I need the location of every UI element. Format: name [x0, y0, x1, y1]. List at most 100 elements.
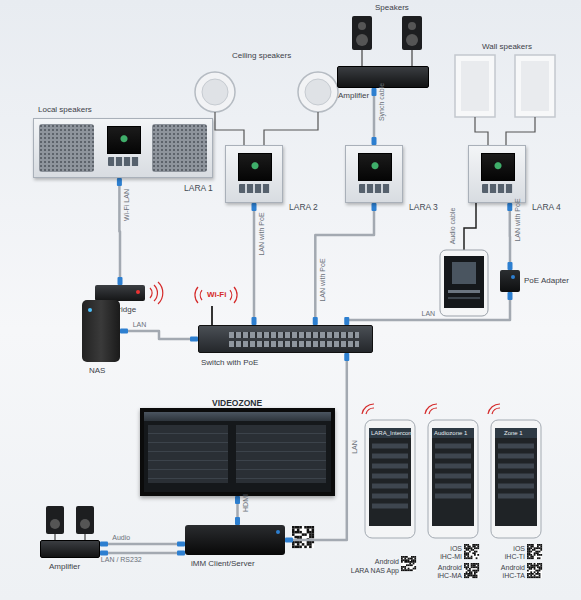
display-screen [238, 153, 272, 181]
lara-panel: LARA 4 [468, 145, 526, 203]
rj45-plug [344, 317, 349, 325]
lara-panel: LARA 3 [345, 145, 403, 203]
control-buttons [482, 184, 513, 193]
poe-adapter: PoE Adapter [500, 270, 520, 292]
node-label: iMM Client/Server [191, 560, 255, 568]
rj45-plug [235, 496, 240, 504]
diagram-label: Android [438, 564, 462, 571]
rj45-plug [372, 203, 377, 211]
qr-code [464, 563, 479, 578]
qr-code [401, 556, 416, 571]
cable-label: LAN [350, 440, 357, 454]
rj45-plug [190, 337, 198, 342]
rj45-plug [371, 88, 376, 96]
speaker-grille [39, 124, 94, 172]
rj45-plug [313, 317, 318, 325]
rj45-plug [117, 178, 122, 186]
display-screen [358, 153, 392, 181]
control-buttons [239, 184, 270, 193]
node-label: VIDEOZONE [212, 399, 262, 408]
screen-list [236, 425, 326, 483]
rj45-plug [100, 550, 108, 555]
screen-header [144, 412, 331, 421]
small-speakers [46, 506, 94, 540]
control-buttons [108, 157, 139, 166]
qr-code [464, 544, 479, 559]
cable-label: LAN with PoE [258, 212, 265, 255]
cable-connector [509, 203, 512, 270]
node-label: LARA 4 [532, 203, 561, 212]
rj45-plug [252, 203, 257, 211]
diagram-label: iHC-MA [438, 572, 463, 579]
cable-connector [118, 178, 121, 285]
cable-label: LAN with PoE [319, 258, 326, 301]
diagram-label: Audio cable [449, 208, 456, 245]
wall-speakers [455, 55, 555, 145]
network-switch: Switch with PoE [198, 325, 373, 353]
cable-label: LAN [422, 310, 436, 317]
node-label: LARA 1 [184, 184, 213, 193]
cable-connector [100, 543, 185, 546]
status-led [88, 308, 92, 312]
qr-code [292, 526, 314, 548]
diagram-label: Audiozone 1 [434, 430, 467, 436]
cable-label: LAN [133, 321, 147, 328]
diagram-label: LARA_Intercom [371, 430, 413, 436]
diagram-label: iHC-MI [440, 553, 462, 560]
rj45-plug [177, 541, 185, 546]
video-screen: VIDEOZONE [140, 408, 335, 496]
diagram-label: Local speakers [38, 106, 92, 114]
node-label: NAS [89, 367, 105, 375]
lara-panel: LARA 2 [225, 145, 283, 203]
media-server: iMM Client/Server [185, 525, 285, 555]
status-led [276, 530, 280, 534]
phones [365, 420, 541, 538]
rj45-plug [235, 517, 240, 525]
cable-label: LAN with PoE [513, 198, 520, 241]
rj45-plug [252, 317, 257, 325]
rj45-plug [344, 353, 349, 361]
rj45-plug [118, 277, 123, 285]
cable-label: Synch cable [377, 83, 384, 121]
diagram-label: Speakers [375, 4, 409, 12]
display-screen [481, 153, 515, 181]
cable-connector [315, 203, 374, 325]
diagram-label: Ceiling speakers [232, 52, 291, 60]
ceiling-speakers [195, 72, 338, 145]
cable-connector [347, 292, 510, 325]
diagram-label: Wi-Fi [207, 291, 226, 299]
nas-box: NAS [82, 300, 120, 362]
qr-code [527, 563, 542, 578]
node-label: Amplifier [49, 563, 80, 571]
rj45-plug [508, 292, 513, 300]
rj45-plug [285, 538, 293, 543]
amplifier-box: Amplifier [40, 540, 100, 558]
node-label: Amplifier [338, 92, 369, 100]
switch-antenna [211, 306, 213, 325]
rj45-plug [177, 550, 185, 555]
cable-label: Wi-Fi LAN [123, 189, 130, 221]
display-screen [107, 126, 141, 154]
diagram-label: Android [501, 564, 525, 571]
node-label: PoE Adapter [524, 277, 569, 285]
cable-connector [253, 203, 256, 325]
lara-panel: LARA 1 [33, 118, 213, 178]
cable-connector [100, 552, 185, 555]
speaker-grille [152, 124, 207, 172]
control-buttons [359, 184, 390, 193]
cable-label: Audio [112, 534, 130, 541]
cable-label: HDMI [241, 494, 248, 512]
cable-connector [120, 331, 198, 339]
qr-code [527, 544, 542, 559]
wifi-bridge: Wi-Fi bridge [95, 285, 145, 301]
switch-ports [229, 332, 359, 338]
screen-list [148, 425, 228, 483]
diagram-label: Wall speakers [482, 43, 532, 51]
diagram-label: Zone 1 [504, 430, 523, 436]
node-label: LARA 2 [289, 203, 318, 212]
rj45-plug [508, 262, 513, 270]
diagram-label: iOS [513, 545, 525, 552]
diagram-label: iHC-TA [503, 572, 525, 579]
status-led [136, 290, 140, 294]
